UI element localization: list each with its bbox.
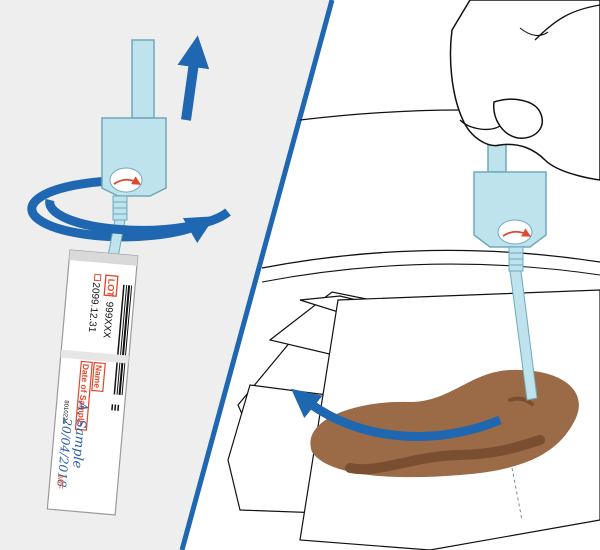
- cap-thread-right: [508, 246, 524, 272]
- hand: [449, 0, 600, 181]
- stool-shade: [345, 435, 545, 475]
- twist-indicator-icon: [113, 176, 142, 185]
- lot-box: [103, 274, 119, 297]
- expiry-date: 2099.12.31: [86, 282, 101, 333]
- probe-stick-right: [509, 270, 538, 401]
- name-label: Name: [92, 365, 104, 389]
- rotate-arrow-front: [45, 198, 231, 235]
- handwritten-name: A. Sample: [69, 400, 90, 469]
- paper-fold: [511, 467, 523, 521]
- sex-field: M/F: [55, 475, 65, 490]
- cap-thread: [112, 195, 128, 221]
- lot-label: LOT: [105, 278, 117, 297]
- thumb: [493, 98, 543, 139]
- panel-divider: [179, 0, 335, 550]
- sample-dip: [508, 396, 534, 406]
- twist-indicator-icon-right: [502, 228, 532, 237]
- pull-up-arrow: [177, 35, 210, 121]
- left-panel: LOT 999XXX 2099.12.31 8010224 Name Date …: [0, 0, 330, 550]
- knuckle-line: [519, 27, 549, 37]
- cap-stick: [131, 39, 155, 119]
- bowl-inner-rim: [261, 249, 600, 269]
- right-panel: [227, 0, 600, 550]
- barcode: [111, 284, 133, 411]
- handwritten-date: 20/04/2018: [54, 417, 74, 488]
- rotate-arrow: [27, 176, 216, 244]
- sample-tube: LOT 999XXX 2099.12.31 8010224 Name Date …: [46, 249, 139, 516]
- bowl-inner-rim-2: [261, 263, 600, 283]
- lot-value: 999XXX: [100, 301, 114, 339]
- sweep-arrow: [291, 388, 502, 441]
- barcode-number: 8010224: [61, 400, 69, 424]
- expiry-icon: [93, 273, 102, 282]
- finger-contour: [534, 4, 600, 41]
- finger-line: [459, 119, 501, 131]
